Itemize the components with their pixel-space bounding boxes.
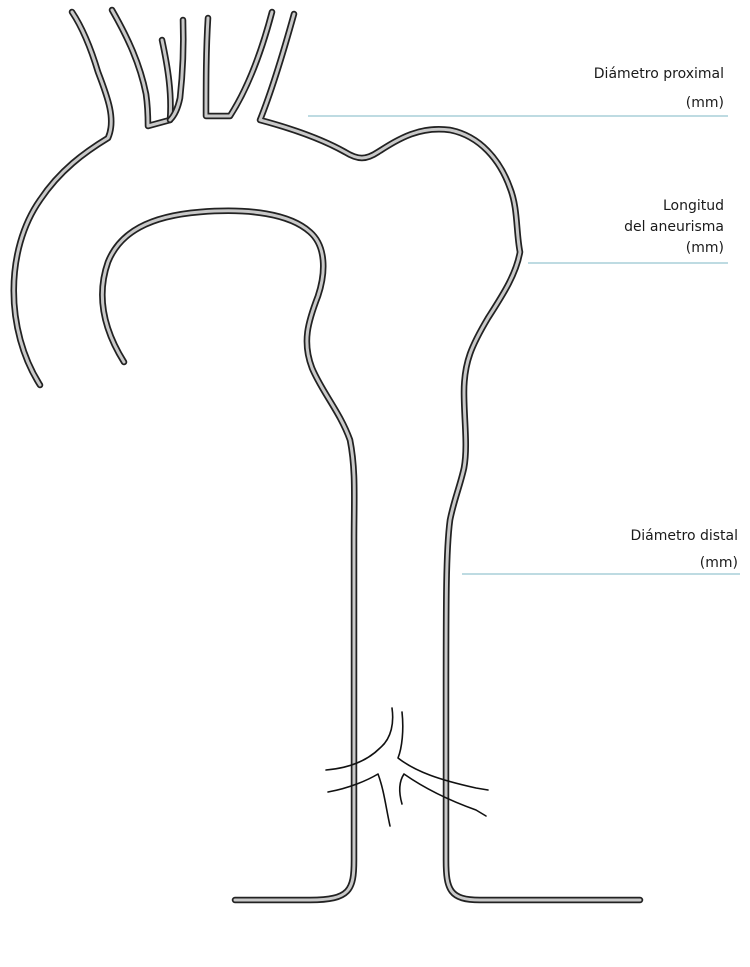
distal-diameter-label: Diámetro distal (mm) [631,526,738,574]
brachiocephalic-trunk [112,10,171,126]
left-subclavian [206,12,272,116]
aortic-arch-inner-wall [102,211,354,900]
celiac-branches [326,708,488,826]
aneurysm-outer-wall [260,14,640,900]
aneurysm-length-title-line1: Longitud [624,196,724,217]
distal-diameter-unit: (mm) [631,553,738,574]
distal-diameter-title: Diámetro distal [631,526,738,547]
aneurysm-length-title-line2: del aneurisma [624,217,724,238]
proximal-diameter-label: Diámetro proximal (mm) [594,64,724,114]
aneurysm-length-label: Longitud del aneurisma (mm) [624,196,724,259]
proximal-diameter-title: Diámetro proximal [594,64,724,85]
proximal-diameter-unit: (mm) [594,93,724,114]
aneurysm-length-unit: (mm) [624,238,724,259]
aortic-arch-outer-wall [14,12,112,385]
